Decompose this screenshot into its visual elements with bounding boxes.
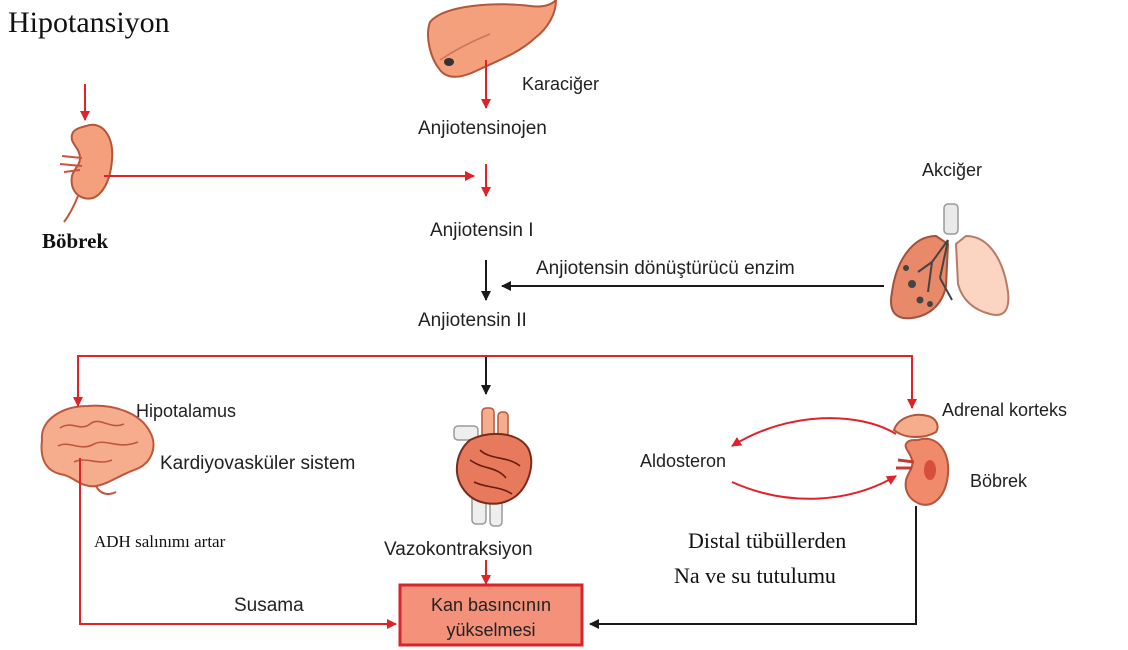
label-adrenal-korteks: Adrenal korteks — [942, 400, 1067, 420]
label-susama: Susama — [234, 595, 304, 616]
label-aldosteron: Aldosteron — [640, 451, 726, 471]
label-bobrek-right: Böbrek — [970, 471, 1028, 491]
label-hipotalamus: Hipotalamus — [136, 401, 236, 421]
heart-icon — [454, 408, 531, 526]
arrow-adrenal-to-aldosterone — [732, 418, 896, 446]
result-line1: Kan basıncının — [431, 595, 551, 615]
label-kardiyovaskuler: Kardiyovasküler sistem — [160, 453, 355, 474]
label-bobrek-left: Böbrek — [42, 229, 108, 253]
title: Hipotansiyon — [8, 6, 170, 39]
label-anjiotensin-1: Anjiotensin I — [430, 220, 534, 241]
label-anjiotensin-2: Anjiotensin II — [418, 310, 527, 331]
distribution-line — [78, 356, 912, 406]
arrow-aldosterone-to-kidney — [732, 476, 896, 499]
kidney-icon — [60, 125, 112, 222]
label-akciger: Akciğer — [922, 160, 982, 180]
liver-icon — [428, 0, 556, 77]
label-distal-line1: Distal tübüllerden — [688, 528, 846, 553]
label-anjiotensinojen: Anjiotensinojen — [418, 118, 547, 139]
label-adh: ADH salınımı artar — [94, 532, 226, 551]
adrenal-kidney-icon — [894, 415, 948, 505]
label-vazokonstriksiyon: Vazokontraksiyon — [384, 539, 533, 560]
lungs-icon — [891, 204, 1008, 318]
label-karaciger: Karaciğer — [522, 74, 599, 94]
result-line2: yükselmesi — [446, 620, 535, 640]
label-distal-line2: Na ve su tutulumu — [674, 563, 836, 588]
label-ace: Anjiotensin dönüştürücü enzim — [536, 258, 795, 279]
